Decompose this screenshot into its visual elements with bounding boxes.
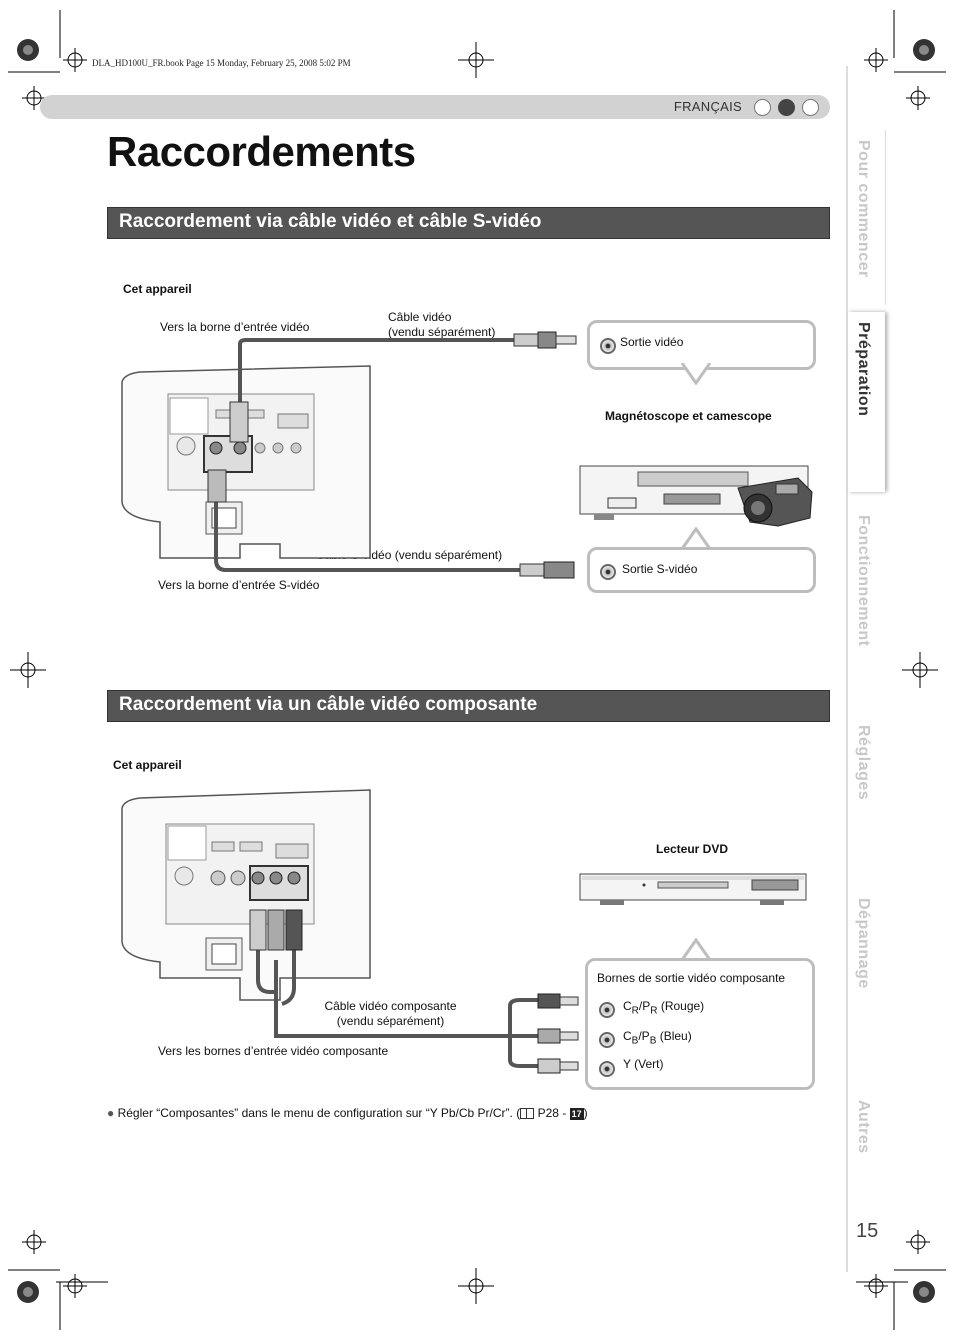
crop-target-icon	[17, 39, 935, 1303]
this-unit-label: Cet appareil	[123, 282, 192, 296]
page-title: Raccordements	[107, 128, 416, 175]
language-dot	[802, 99, 819, 116]
this-unit-label: Cet appareil	[113, 758, 182, 772]
side-tab-preparation[interactable]: Préparation	[848, 312, 885, 492]
projector-rear-panel	[121, 789, 371, 1001]
section-header-video-svideo: Raccordement via câble vidéo et câble S-…	[107, 207, 830, 239]
output-cb-label: CB/PB (Bleu)	[623, 1029, 692, 1047]
device-label-vcr: Magnétoscope et camescope	[605, 409, 772, 423]
rca-jack-icon	[600, 337, 616, 354]
video-cable-label-2: (vendu séparément)	[388, 325, 496, 339]
component-cable-label-2: (vendu séparément)	[336, 1014, 445, 1028]
video-cable-diagram	[207, 331, 577, 579]
svideo-out-label: Sortie S-vidéo	[622, 562, 698, 576]
component-cable-label-1: Câble vidéo composante	[324, 999, 457, 1013]
to-component-inputs-label: Vers les bornes d’entrée vidéo composant…	[158, 1044, 389, 1058]
vcr-camcorder-illustration	[579, 465, 813, 527]
side-tab-pour-commencer[interactable]: Pour commencer	[848, 130, 886, 305]
rca-jack-icon	[599, 1001, 615, 1018]
language-label: FRANÇAIS	[673, 99, 742, 114]
video-cable-label-1: Câble vidéo	[388, 310, 452, 324]
component-out-title: Bornes de sortie vidéo composante	[597, 971, 786, 985]
page-number: 15	[856, 1220, 879, 1242]
side-tab-autres[interactable]: Autres	[855, 1100, 872, 1154]
bubble-pointer	[680, 938, 712, 960]
bubble-pointer	[680, 527, 712, 549]
output-cr-label: CR/PR (Rouge)	[623, 999, 705, 1017]
bubble-pointer	[680, 363, 712, 385]
component-cable-diagram	[249, 909, 579, 1074]
side-tab-strip	[846, 66, 888, 1272]
config-note: ● Régler “Composantes” dans le menu de c…	[107, 1106, 588, 1120]
page-badge: 17	[569, 1107, 584, 1120]
device-label-dvd: Lecteur DVD	[656, 842, 729, 856]
rca-jack-icon	[599, 1031, 615, 1048]
side-tab-reglages[interactable]: Réglages	[855, 725, 872, 801]
output-y-label: Y (Vert)	[623, 1057, 664, 1071]
rca-jack-icon	[599, 1060, 615, 1077]
dvd-player-illustration	[579, 873, 807, 905]
language-bar: FRANÇAIS	[40, 95, 830, 119]
to-svideo-input-label: Vers la borne d’entrée S-vidéo	[158, 578, 320, 592]
page-ref-link[interactable]: P28	[537, 1106, 559, 1120]
svideo-out-bubble: Sortie S-vidéo	[587, 547, 816, 593]
language-dot	[754, 99, 771, 116]
side-tab-fonctionnement[interactable]: Fonctionnement	[855, 515, 872, 647]
component-out-bubble: Bornes de sortie vidéo composante CR/PR …	[585, 958, 815, 1090]
svideo-jack-icon	[600, 563, 616, 580]
book-icon	[520, 1108, 535, 1120]
bullet-icon: ●	[107, 1106, 115, 1120]
side-tab-depannage[interactable]: Dépannage	[855, 898, 872, 989]
book-info-line: DLA_HD100U_FR.book Page 15 Monday, Febru…	[92, 58, 351, 68]
language-dot-active	[778, 99, 795, 116]
video-out-label: Sortie vidéo	[620, 335, 684, 349]
to-video-input-label: Vers la borne d’entrée vidéo	[160, 320, 310, 334]
section-header-component: Raccordement via un câble vidéo composan…	[107, 690, 830, 722]
